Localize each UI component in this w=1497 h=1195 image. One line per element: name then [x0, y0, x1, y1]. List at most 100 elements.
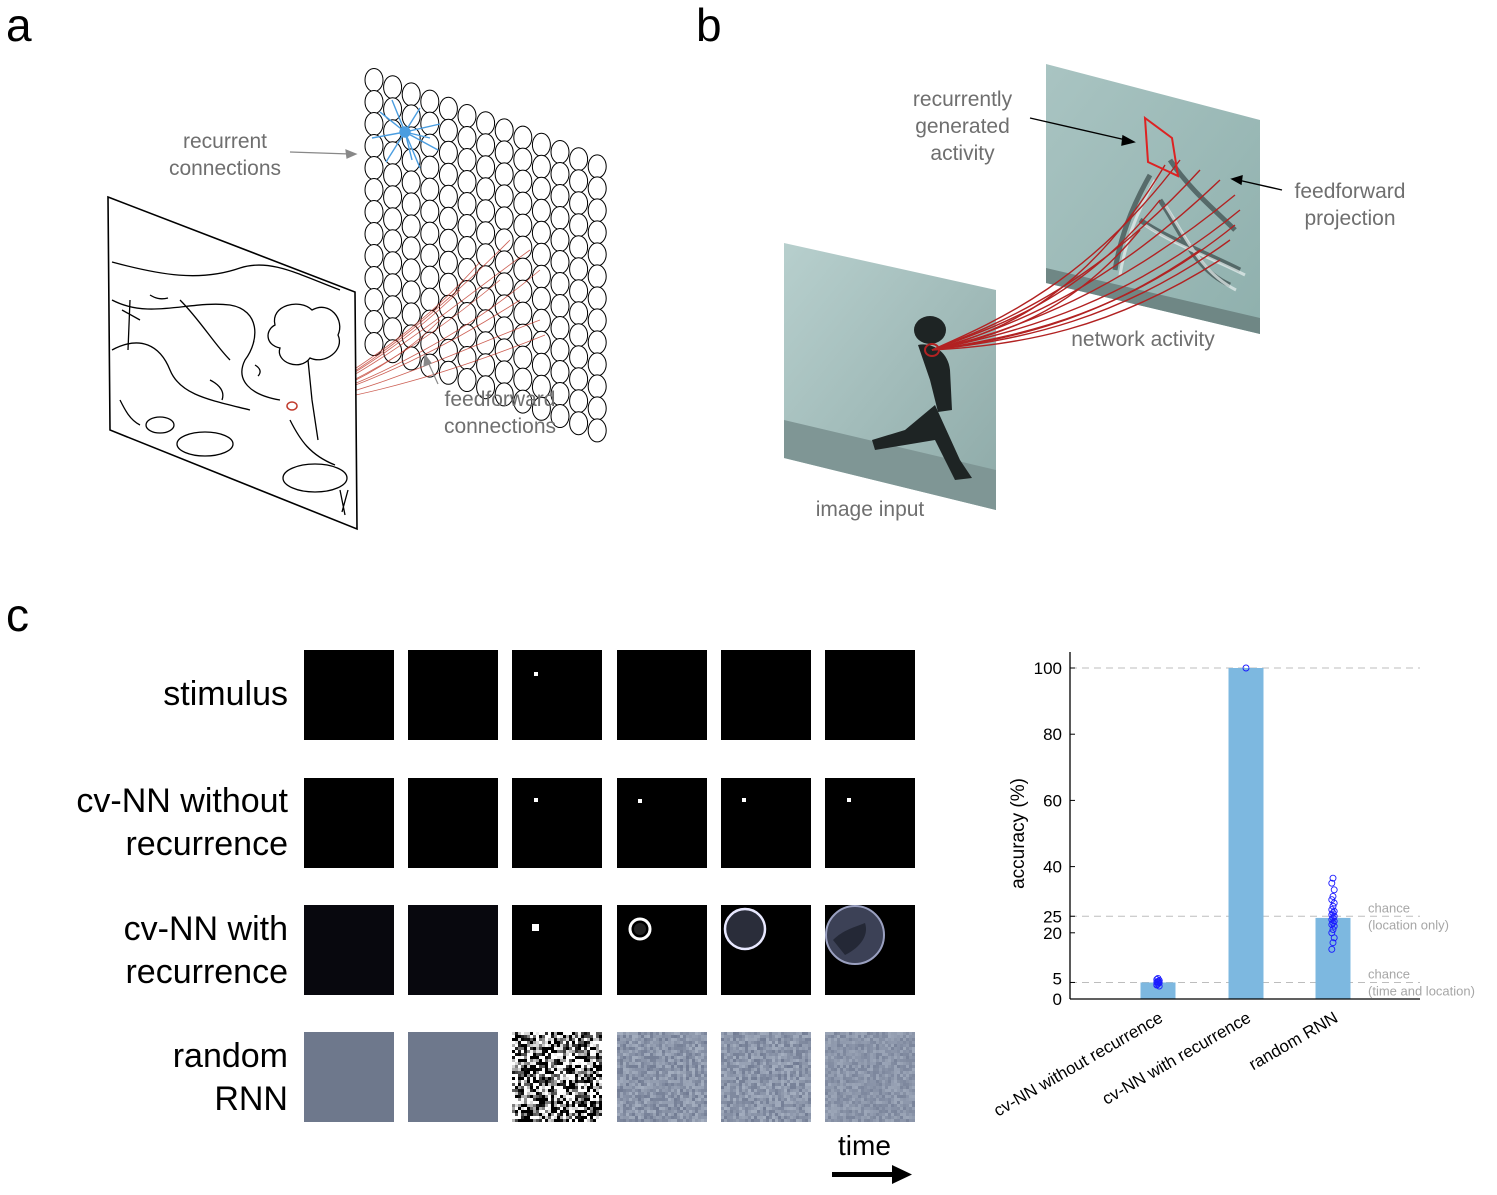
grid-unit: [569, 279, 589, 304]
scatter-point: [1328, 929, 1336, 937]
grid-unit: [364, 332, 384, 356]
grid-unit: [401, 104, 421, 129]
no-recurrence-frame-1: [304, 778, 394, 868]
feedforward-projection-lines: [931, 159, 1241, 351]
scatter-point: [1155, 977, 1163, 985]
no-recurrence-frame-6: [825, 778, 915, 868]
grid-unit: [494, 382, 514, 407]
scatter-point: [1153, 980, 1161, 988]
grid-unit: [550, 140, 570, 164]
grid-unit: [531, 154, 551, 179]
grid-unit: [383, 251, 403, 276]
grid-unit: [420, 221, 440, 246]
grid-unit: [550, 360, 570, 384]
grid-unit: [587, 352, 607, 377]
grid-unit: [457, 126, 477, 150]
grid-unit: [513, 169, 533, 194]
with-recurrence-frame-5: [721, 905, 811, 995]
grid-unit: [494, 206, 514, 231]
grid-unit: [457, 104, 477, 128]
no-recurrence-frame-2: [408, 778, 498, 868]
grid-unit: [420, 177, 440, 202]
grid-unit: [401, 214, 421, 239]
grid-unit: [438, 184, 458, 209]
y-tick-label: 0: [1053, 990, 1062, 1009]
scene-sketch: [111, 261, 349, 516]
stimulus-frame-6: [825, 650, 915, 740]
grid-unit: [494, 360, 514, 385]
y-tick-label: 80: [1043, 725, 1062, 744]
grid-unit: [550, 206, 570, 230]
grid-unit: [457, 148, 477, 172]
grid-unit: [587, 330, 607, 355]
grid-unit: [383, 119, 403, 144]
grid-unit: [364, 222, 384, 246]
grid-unit: [383, 273, 403, 298]
grid-unit: [513, 213, 533, 238]
grid-unit: [476, 331, 496, 356]
grid-unit: [494, 228, 514, 253]
row-label-stimulus: stimulus: [163, 675, 288, 713]
grid-unit: [531, 176, 551, 201]
grid-unit: [476, 155, 496, 180]
grid-unit: [476, 375, 496, 400]
random-rnn-frame-5: [721, 1032, 811, 1122]
y-tick-label: 100: [1034, 659, 1062, 678]
grid-unit: [457, 236, 477, 260]
grid-unit: [438, 162, 458, 187]
random-rnn-frame-2: [408, 1032, 498, 1122]
scatter-point: [1328, 879, 1336, 887]
grid-unit: [587, 176, 607, 201]
grid-unit: [569, 235, 589, 260]
random-rnn-frame-3: [512, 1032, 602, 1122]
stimulus-frame-1: [304, 650, 394, 740]
grid-unit: [364, 200, 384, 224]
grid-unit: [476, 199, 496, 224]
grid-unit: [383, 295, 403, 320]
scatter-point: [1328, 945, 1336, 953]
grid-unit: [569, 191, 589, 216]
reference-line-label: chance: [1368, 966, 1410, 981]
receptive-field-marker: [286, 401, 298, 411]
grid-unit: [494, 250, 514, 275]
grid-unit: [420, 265, 440, 290]
no-recurrence-frame-5: [721, 778, 811, 868]
grid-unit: [531, 286, 551, 311]
grid-unit: [457, 368, 477, 392]
grid-unit: [531, 220, 551, 245]
panel-b-illustration: [784, 64, 1283, 510]
scatter-point: [1330, 886, 1338, 894]
grid-unit: [438, 250, 458, 275]
no-recurrence-frame-4: [617, 778, 707, 868]
random-rnn-frame-1: [304, 1032, 394, 1122]
grid-unit: [587, 308, 607, 333]
grid-unit: [383, 75, 403, 100]
grid-unit: [364, 244, 384, 268]
panel-b-letter: b: [696, 0, 722, 51]
category-label: cv-NN with recurrence: [1099, 1008, 1254, 1109]
grid-unit: [401, 170, 421, 195]
grid-unit: [587, 220, 607, 245]
grid-unit: [550, 250, 570, 274]
scatter-point: [1329, 892, 1337, 900]
reference-line-label: chance: [1368, 900, 1410, 915]
grid-unit: [587, 154, 607, 179]
grid-unit: [569, 257, 589, 282]
grid-unit: [550, 404, 570, 428]
grid-unit: [364, 266, 384, 290]
random-rnn-frame-4: [617, 1032, 707, 1122]
grid-unit: [438, 228, 458, 253]
grid-unit: [494, 140, 514, 165]
grid-unit: [513, 125, 533, 150]
grid-unit: [457, 302, 477, 326]
grid-unit: [364, 310, 384, 334]
grid-unit: [550, 294, 570, 318]
grid-unit: [476, 133, 496, 158]
with-recurrence-frame-6: [825, 905, 915, 995]
grid-unit: [438, 206, 458, 231]
grid-unit: [587, 198, 607, 223]
time-label: time: [838, 1130, 891, 1161]
